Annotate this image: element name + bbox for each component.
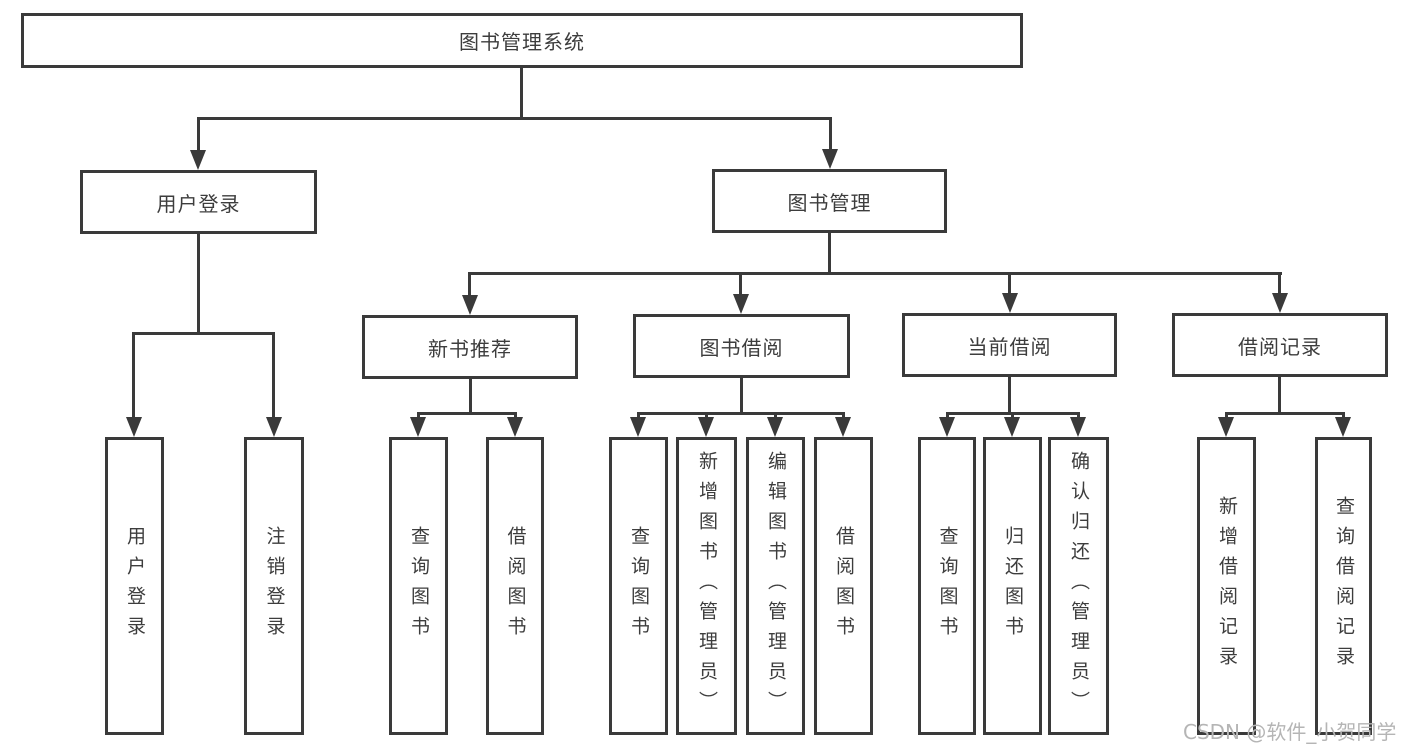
leaf-add-books-admin: 新增图书（管理员） — [676, 437, 737, 735]
arrowhead-leaf-login — [126, 417, 142, 437]
arrowhead-lf5 — [698, 417, 714, 437]
edge-borrowrecords-rail — [1225, 412, 1345, 415]
leaf-label: 注销登录 — [263, 526, 286, 646]
arrowhead-lf8 — [939, 417, 955, 437]
edge-bookborrow-stem — [740, 378, 743, 413]
edge-newbook-stem — [469, 379, 472, 413]
leaf-return-books: 归还图书 — [983, 437, 1042, 735]
leaf-label: 借阅图书 — [504, 526, 527, 646]
leaf-label: 归还图书 — [1002, 526, 1024, 646]
csdn-watermark: CSDN @软件_小贺同学 — [1183, 720, 1397, 744]
node-label: 借阅记录 — [1238, 334, 1322, 359]
leaf-label: 查询图书 — [936, 526, 959, 646]
leaf-add-borrow-record: 新增借阅记录 — [1197, 437, 1256, 735]
leaf-label: 借阅图书 — [833, 526, 855, 646]
leaf-label: 新增借阅记录 — [1216, 496, 1238, 676]
node-label: 图书管理 — [787, 190, 872, 215]
arrowhead-current-borrow — [1002, 293, 1018, 313]
edge-root-rail — [197, 117, 832, 120]
arrowhead-lf12 — [1335, 417, 1351, 437]
leaf-label: 编辑图书（管理员） — [765, 451, 787, 721]
edge-currentborrow-stem — [1008, 377, 1011, 413]
leaf-edit-books-admin: 编辑图书（管理员） — [746, 437, 805, 735]
arrowhead-book-mgmt — [822, 149, 838, 169]
leaf-label: 查询图书 — [628, 526, 650, 646]
edge-drop-new-book — [468, 273, 471, 297]
node-label: 图书管理系统 — [459, 30, 585, 54]
arrowhead-book-borrow — [733, 294, 749, 314]
arrowhead-lf2 — [410, 417, 426, 437]
edge-drop-leaf-login — [132, 333, 135, 419]
edge-drop-current-borrow — [1008, 273, 1011, 297]
arrowhead-leaf-logout — [266, 417, 282, 437]
arrowhead-lf11 — [1218, 417, 1234, 437]
arrowhead-lf6 — [767, 417, 783, 437]
leaf-label: 新增图书（管理员） — [696, 451, 718, 721]
edge-bookmgmt-stem — [828, 233, 831, 273]
leaf-label: 确认归还（管理员） — [1068, 451, 1090, 721]
node-label: 当前借阅 — [967, 334, 1052, 359]
leaf-logout: 注销登录 — [244, 437, 304, 735]
edge-root-stem — [520, 68, 523, 118]
arrowhead-user-login — [190, 150, 206, 170]
leaf-borrow-books-recommend: 借阅图书 — [486, 437, 544, 735]
edge-bookmgmt-rail — [468, 272, 1282, 275]
node-root-system: 图书管理系统 — [21, 13, 1023, 68]
node-user-login: 用户登录 — [80, 170, 317, 234]
arrowhead-lf9 — [1004, 417, 1020, 437]
node-label: 用户登录 — [156, 191, 241, 216]
edge-borrowrecords-stem — [1278, 377, 1281, 413]
edge-drop-book-mgmt — [829, 118, 832, 154]
edge-drop-leaf-logout — [272, 333, 275, 419]
node-label: 新书推荐 — [428, 336, 512, 361]
arrowhead-borrow-records — [1272, 293, 1288, 313]
arrowhead-new-book — [462, 295, 478, 315]
leaf-borrow-books: 借阅图书 — [814, 437, 873, 735]
leaf-label: 用户登录 — [124, 526, 146, 646]
node-borrow-records: 借阅记录 — [1172, 313, 1388, 377]
leaf-user-login: 用户登录 — [105, 437, 164, 735]
leaf-label: 查询借阅记录 — [1333, 496, 1355, 676]
arrowhead-lf7 — [835, 417, 851, 437]
edge-drop-user-login — [197, 118, 200, 154]
edge-drop-book-borrow — [739, 273, 742, 297]
node-book-borrow: 图书借阅 — [633, 314, 850, 378]
node-label: 图书借阅 — [699, 335, 784, 360]
leaf-query-borrow-record: 查询借阅记录 — [1315, 437, 1372, 735]
arrowhead-lf3 — [507, 417, 523, 437]
node-current-borrow: 当前借阅 — [902, 313, 1117, 377]
node-new-book-recommend: 新书推荐 — [362, 315, 578, 379]
edge-newbook-rail — [417, 412, 517, 415]
leaf-query-books-recommend: 查询图书 — [389, 437, 448, 735]
edge-userlogin-stem — [197, 234, 200, 333]
arrowhead-lf10 — [1070, 417, 1086, 437]
arrowhead-lf4 — [630, 417, 646, 437]
edge-drop-borrow-records — [1278, 273, 1281, 297]
leaf-query-books-borrow: 查询图书 — [609, 437, 668, 735]
edge-bookborrow-rail — [637, 412, 845, 415]
node-book-management: 图书管理 — [712, 169, 947, 233]
leaf-query-books-current: 查询图书 — [918, 437, 976, 735]
edge-userlogin-rail — [132, 332, 275, 335]
leaf-label: 查询图书 — [408, 526, 430, 646]
leaf-confirm-return-admin: 确认归还（管理员） — [1048, 437, 1109, 735]
